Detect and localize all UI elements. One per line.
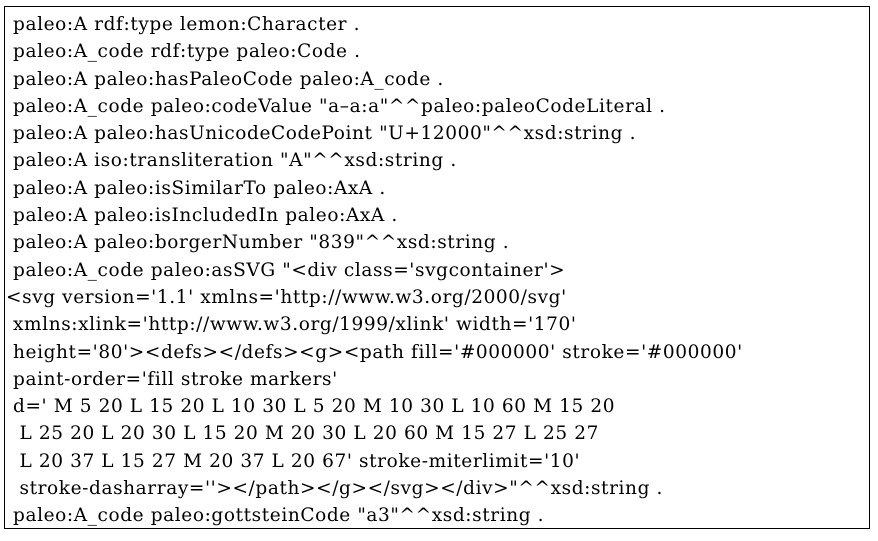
code-line: paleo:A_code paleo:asSVG "<div class='sv…	[13, 259, 566, 281]
code-line: xmlns:xlink='http://www.w3.org/1999/xlin…	[13, 314, 577, 336]
code-line: height='80'><defs></defs><g><path fill='…	[13, 341, 743, 363]
code-listing-box: paleo:A rdf:type lemon:Character . paleo…	[4, 6, 870, 529]
code-line: paleo:A rdf:type lemon:Character .	[13, 14, 361, 35]
code-line: paleo:A paleo:hasPaleoCode paleo:A_code …	[13, 68, 444, 90]
code-line: L 25 20 L 20 30 L 15 20 M 20 30 L 20 60 …	[13, 423, 599, 445]
code-line: L 20 37 L 15 27 M 20 37 L 20 67' stroke-…	[13, 450, 581, 472]
code-line: paleo:A paleo:borgerNumber "839"^^xsd:st…	[13, 232, 510, 254]
code-line: <svg version='1.1' xmlns='http://www.w3.…	[6, 286, 567, 308]
code-line: paleo:A_code paleo:gottsteinCode "a3"^^x…	[13, 505, 545, 527]
code-line: paleo:A_code rdf:type paleo:Code .	[13, 41, 361, 63]
code-line: paleo:A paleo:hasUnicodeCodePoint "U+120…	[13, 123, 637, 145]
code-line: d=' M 5 20 L 15 20 L 10 30 L 5 20 M 10 3…	[13, 396, 616, 418]
code-line: paleo:A paleo:isSimilarTo paleo:AxA .	[13, 177, 386, 199]
code-line: paleo:A_code paleo:codeValue "a–a:a"^^pa…	[13, 95, 666, 117]
code-line: stroke-dasharray=''></path></g></svg></d…	[13, 478, 663, 500]
code-line: paleo:A paleo:isIncludedIn paleo:AxA .	[13, 205, 398, 227]
code-lines: paleo:A rdf:type lemon:Character . paleo…	[6, 11, 743, 528]
code-line: paleo:A iso:transliteration "A"^^xsd:str…	[13, 150, 457, 172]
code-line: paint-order='fill stroke markers'	[13, 368, 338, 390]
